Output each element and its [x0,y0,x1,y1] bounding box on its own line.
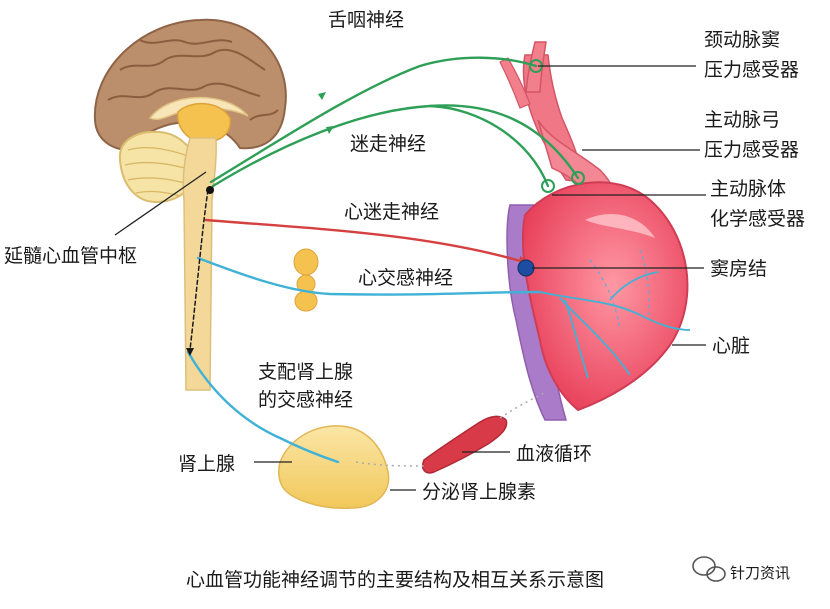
label-adrenal-nerve-line2: 的交感神经 [258,389,353,411]
label-adrenal-nerve-line1: 支配肾上腺 [258,361,353,383]
heart-shine [585,214,655,238]
label-aortic-arch-line2: 压力感受器 [704,139,799,161]
aortic-arch-receptor [571,171,585,185]
label-epinephrine: 分泌肾上腺素 [422,481,536,503]
label-aortic-body-line1: 主动脉体 [710,178,786,200]
watermark-text: 针刀资讯 [730,564,790,582]
labels: 舌咽神经 迷走神经 颈动脉窦 压力感受器 主动脉弓 压力感受器 主动脉体 化学感… [4,9,805,503]
vagus-branch [428,104,550,188]
brainstem-spinal-cord [182,137,217,391]
label-cardiac-sympathetic: 心交感神经 [358,267,453,289]
label-circulation: 血液循环 [516,443,592,465]
cardiac-vagus-nerve [204,218,526,264]
label-glossopharyngeal: 舌咽神经 [328,9,404,31]
side-artery [499,57,531,109]
glossopharyngeal-nerve [209,56,538,184]
adrenal-sympathetic-nerve [186,350,340,464]
heart-group [499,41,691,421]
adrenal-gland [277,425,390,509]
cardiac-nerve-branches [539,271,691,379]
label-vagus: 迷走神经 [350,133,426,155]
brain [93,18,287,391]
heart-body [521,181,689,412]
arrow-vagus [326,126,334,134]
label-heart: 心脏 [712,335,750,357]
coronary-dashes [589,249,650,331]
wechat-icon [692,556,726,582]
cardiac-sympathetic-nerve [196,256,542,296]
thalamus [177,102,231,143]
aortic-body-receptor [541,179,555,193]
label-medulla-center: 延髓心血管中枢 [4,245,137,267]
circulation-dots-to-adrenal [355,461,425,467]
arrow-brainstem [186,348,194,356]
label-aortic-arch-line1: 主动脉弓 [704,109,780,131]
sympathetic-ganglion [293,248,319,312]
blood-vessel-segment [422,415,508,474]
label-aortic-body-line2: 化学感受器 [710,208,805,230]
brain-gyri [107,39,279,121]
nerve-paths [186,56,580,464]
figure-caption: 心血管功能神经调节的主要结构及相互关系示意图 [186,569,604,591]
label-cardiac-vagus: 心迷走神经 [344,201,439,223]
label-sinoatrial: 窦房结 [710,258,767,280]
sinoatrial-node [517,259,535,277]
label-adrenal: 肾上腺 [178,453,235,475]
watermark: 针刀资讯 [692,556,790,582]
circulation-dots-to-heart [499,391,547,419]
leader-lines [114,65,706,491]
medulla-node [206,186,214,194]
label-carotid-line2: 压力感受器 [704,59,799,81]
brainstem-descending [189,189,209,351]
label-carotid-line1: 颈动脉窦 [704,29,780,51]
arrow-glossopharyngeal [318,92,326,100]
